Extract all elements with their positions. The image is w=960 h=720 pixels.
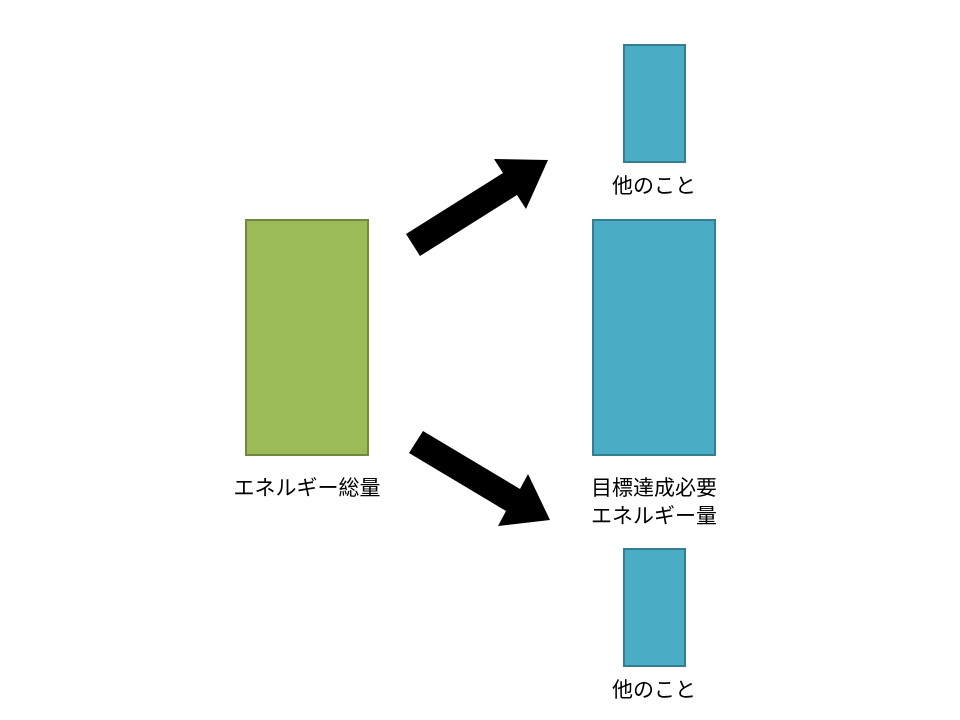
other-bottom-box (623, 548, 686, 667)
other-bottom-label: 他のこと (612, 678, 696, 702)
other-top-label: 他のこと (612, 174, 696, 198)
total-energy-label: エネルギー総量 (233, 476, 381, 500)
total-energy-box (245, 219, 369, 456)
arrow-down-right (409, 431, 550, 526)
other-top-box (623, 44, 686, 163)
arrow-up-right (406, 159, 548, 256)
target-energy-label-line2: エネルギー量 (591, 504, 717, 528)
target-energy-box (592, 219, 716, 456)
target-energy-label-line1: 目標達成必要 (591, 476, 717, 500)
